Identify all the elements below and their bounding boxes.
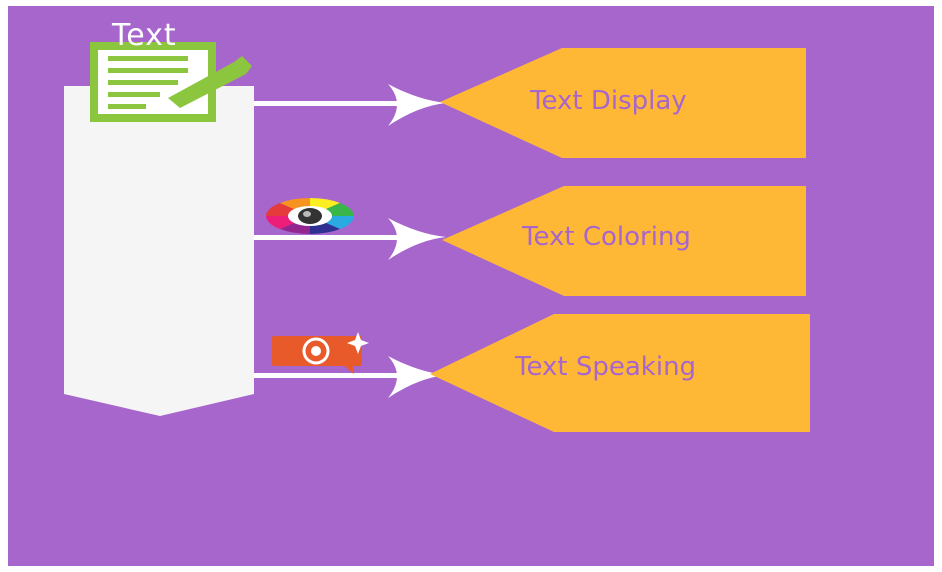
tag-label-text-display: Text Display: [530, 86, 687, 116]
tag-shape-1: [440, 48, 806, 158]
diagram-graphics: [64, 42, 810, 432]
diagram-title: Text: [112, 18, 177, 53]
speech-bubble-icon: [272, 332, 369, 374]
arrow-3: [254, 356, 446, 398]
tag-shape-3: [430, 314, 810, 432]
arrow-2: [254, 218, 446, 260]
tag-shape-2: [442, 186, 806, 296]
diagram-canvas: Text Text Display Text Coloring Text Spe…: [8, 6, 934, 566]
tag-label-text-coloring: Text Coloring: [522, 222, 691, 252]
source-panel: [64, 86, 254, 416]
tag-label-text-speaking: Text Speaking: [515, 352, 697, 382]
document-icon: [90, 42, 252, 122]
arrow-1: [254, 84, 446, 126]
color-wheel-icon: [266, 198, 354, 234]
